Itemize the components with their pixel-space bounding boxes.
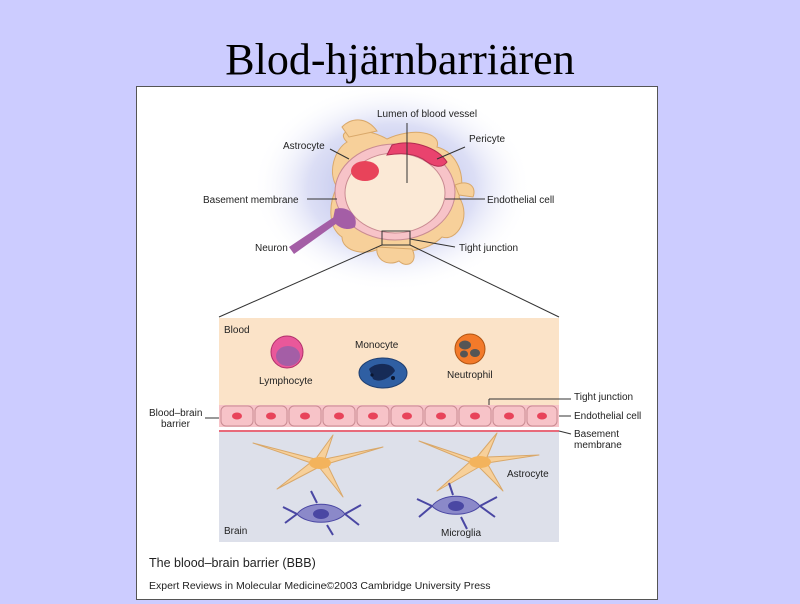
label-tight-junction-detail: Tight junction (574, 392, 633, 403)
bbb-figure: Lumen of blood vessel Pericyte Astrocyte… (136, 82, 658, 600)
brain-region (219, 430, 559, 542)
label-pericyte: Pericyte (469, 134, 506, 145)
endothelial-nuclei (232, 412, 547, 420)
label-microglia: Microglia (441, 528, 481, 539)
vessel-cross-section (252, 82, 532, 292)
label-monocyte: Monocyte (355, 340, 399, 351)
monocyte-cell (358, 357, 408, 389)
label-basement-line2: membrane (574, 440, 622, 451)
label-bbb-line2: barrier (161, 419, 191, 430)
label-bbb-line1: Blood–brain (149, 408, 202, 419)
astrocyte-nucleus-left (309, 457, 331, 469)
bbb-diagram: Lumen of blood vessel Pericyte Astrocyte… (149, 82, 641, 592)
label-lumen: Lumen of blood vessel (377, 109, 477, 120)
neuron-terminal (333, 208, 356, 230)
tight-junction-box (381, 230, 411, 246)
label-basement-line1: Basement (574, 429, 619, 440)
label-astrocyte-detail: Astrocyte (507, 469, 549, 480)
neuron (289, 215, 340, 254)
astrocyte-process-bottom (376, 246, 415, 265)
label-brain: Brain (224, 526, 247, 537)
figure-source: Expert Reviews in Molecular Medicine©200… (149, 580, 491, 592)
astrocyte-process-right (454, 182, 475, 198)
label-blood: Blood (224, 325, 250, 336)
zoom-line-right (409, 244, 560, 318)
microglia-cell-left (282, 490, 362, 536)
label-endothelial-cell-detail: Endothelial cell (574, 411, 641, 422)
label-neutrophil: Neutrophil (447, 370, 493, 381)
pericyte (386, 142, 448, 167)
endothelial-nucleus (351, 161, 379, 181)
microglia-cell-right (416, 482, 498, 530)
label-neuron: Neuron (255, 243, 288, 254)
astrocyte-nucleus-right (469, 456, 491, 468)
detail-panel (219, 318, 559, 542)
slide-title: Blod-hjärnbarriären (225, 35, 575, 84)
label-tight-junction-top: Tight junction (459, 243, 518, 254)
lymphocyte-cell (270, 335, 304, 369)
figure-caption: The blood–brain barrier (BBB) (149, 556, 316, 570)
zoom-line-left (218, 244, 383, 318)
top-leader-lines (307, 123, 485, 248)
detail-leader-lines (205, 398, 572, 435)
astrocyte-process-top (341, 119, 378, 138)
neutrophil-cell (454, 333, 486, 365)
label-endothelial-cell-top: Endothelial cell (487, 195, 554, 206)
label-basement-membrane-top: Basement membrane (203, 195, 299, 206)
label-lymphocyte: Lymphocyte (259, 376, 313, 387)
label-astrocyte-top: Astrocyte (283, 141, 325, 152)
